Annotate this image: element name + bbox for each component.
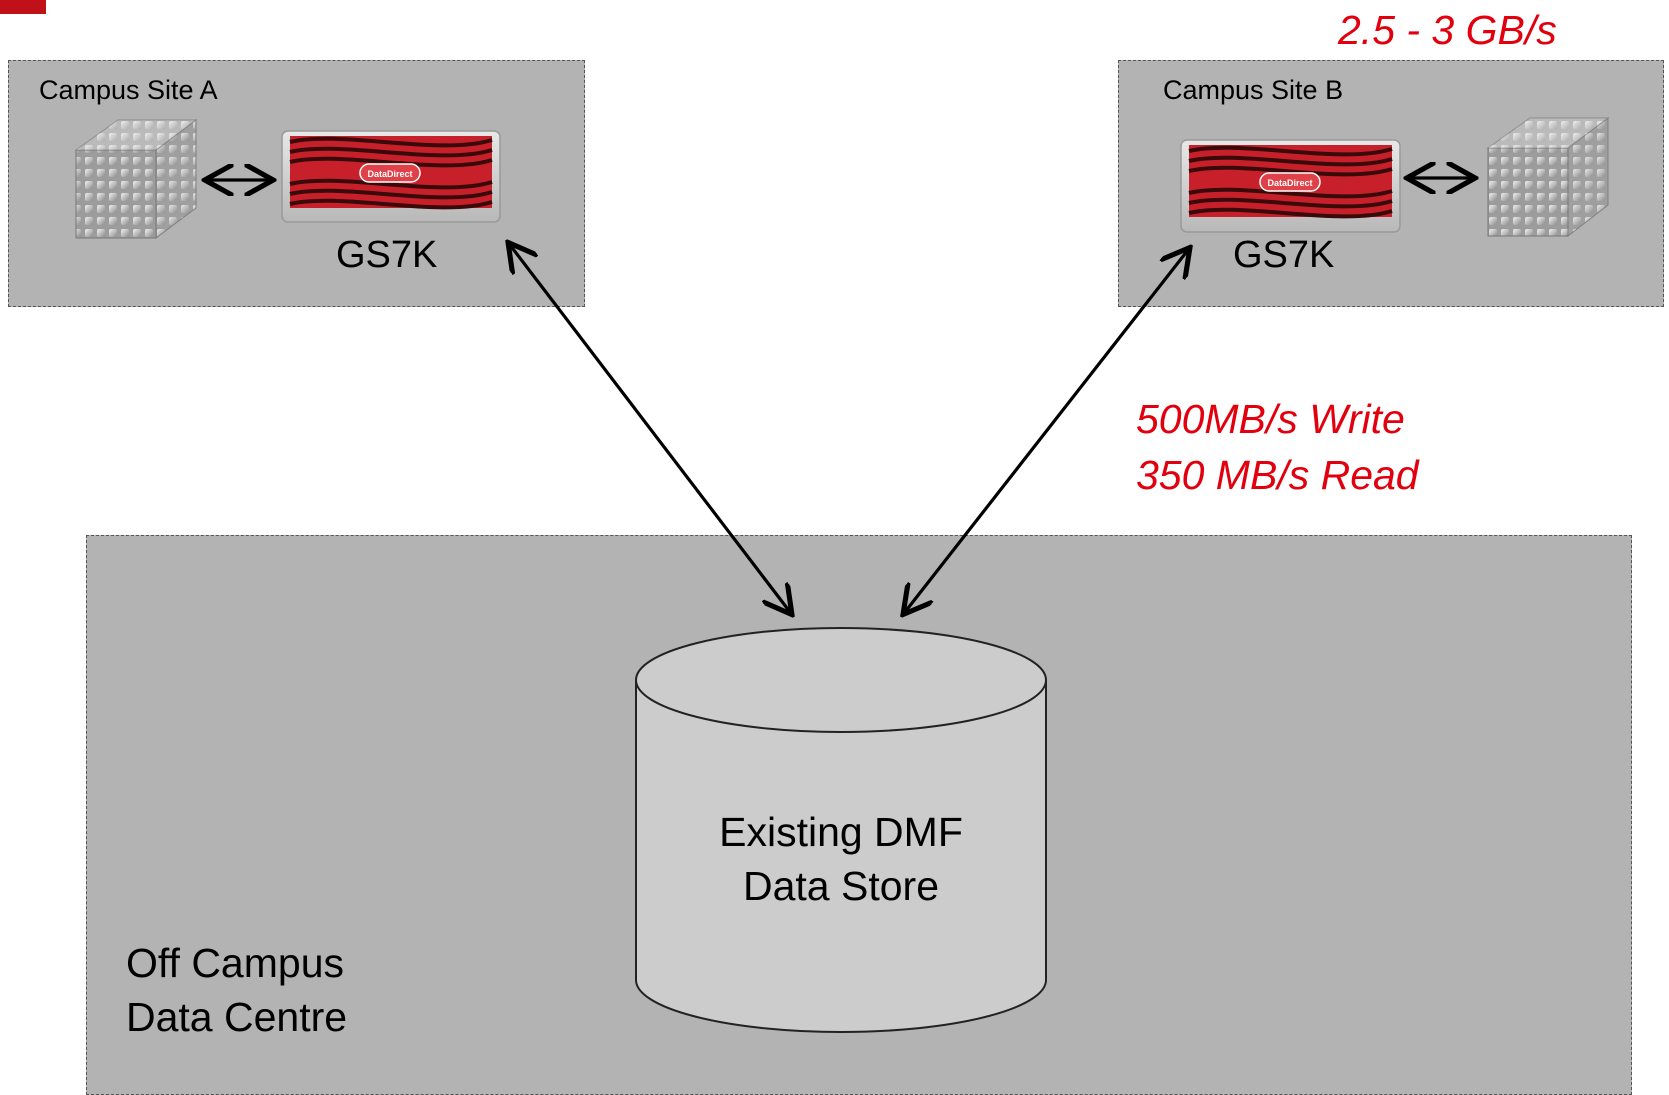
site-a-gs7k-device-icon: DataDirect	[281, 130, 501, 223]
site-a-gs7k-label: GS7K	[336, 234, 438, 276]
campus-site-b-label: Campus Site B	[1163, 75, 1344, 105]
site-b-to-datastore-arrow	[905, 250, 1188, 612]
data-centre-label-line2: Data Centre	[126, 994, 348, 1040]
site-a-to-datastore-arrow	[510, 245, 790, 612]
site-b-compute-cluster-icon	[1486, 117, 1610, 238]
site-a-compute-cluster-icon	[74, 119, 198, 239]
corner-accent	[0, 0, 46, 14]
site-b-gs7k-label: GS7K	[1233, 234, 1335, 276]
site-b-gs7k-device-icon: DataDirect	[1180, 139, 1401, 233]
site-a-device-brand: DataDirect	[367, 169, 412, 179]
campus-site-a-label: Campus Site A	[39, 75, 218, 105]
data-store-cylinder-icon	[635, 627, 1047, 1033]
data-centre-label: Off Campus Data Centre	[126, 936, 347, 1044]
data-centre-label-line1: Off Campus	[126, 940, 344, 986]
data-store-label: Existing DMF Data Store	[686, 805, 996, 913]
data-store-label-line2: Data Store	[743, 863, 939, 909]
throughput-top-note: 2.5 - 3 GB/s	[1338, 7, 1557, 53]
site-b-device-brand: DataDirect	[1267, 178, 1312, 188]
data-store-label-line1: Existing DMF	[719, 809, 963, 855]
